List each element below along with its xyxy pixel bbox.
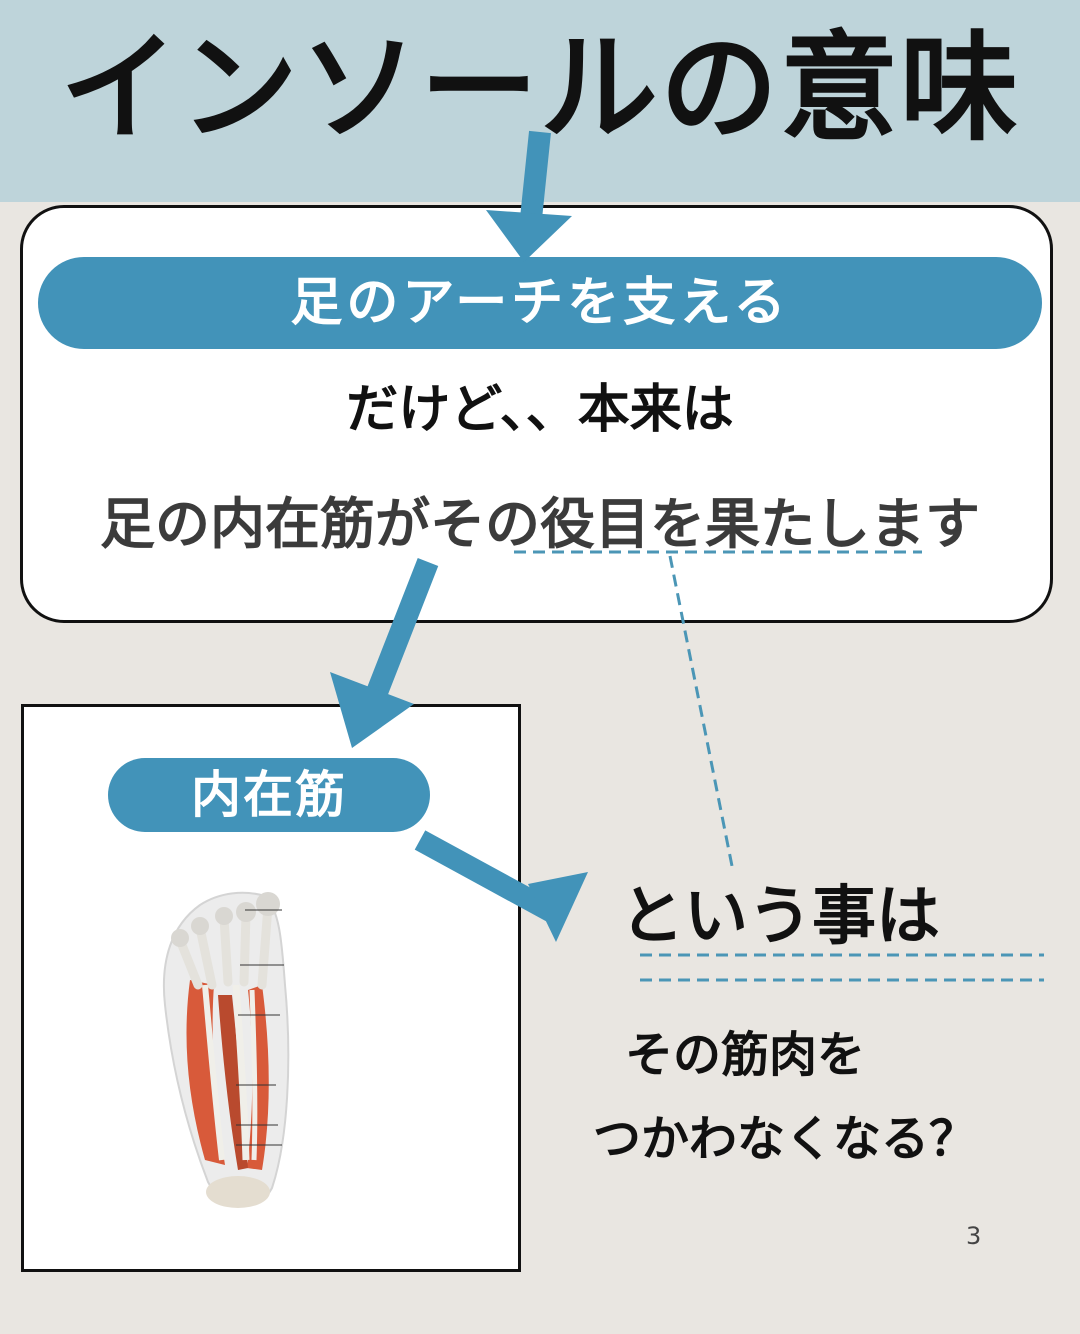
question-line-1: その筋肉を	[624, 1027, 865, 1083]
arrow-card-to-intrinsic	[330, 557, 439, 748]
question-line-2: つかわなくなる？	[592, 1111, 977, 1167]
foot-muscle-illustration	[162, 891, 290, 1208]
dashed-connector	[514, 550, 1044, 982]
arrow-intrinsic-to-result	[414, 830, 588, 942]
page-number: 3	[966, 1222, 982, 1250]
card-line-intrinsic-role: 足の内在筋がその役目を果たします	[99, 492, 980, 556]
card-line-however: だけど、、本来は	[346, 380, 734, 440]
result-heading: という事は	[620, 880, 940, 954]
arrow-title-to-card	[486, 130, 572, 262]
intrinsic-muscle-pill: 内在筋	[108, 758, 430, 832]
arch-support-pill: 足のアーチを支える	[38, 257, 1042, 349]
